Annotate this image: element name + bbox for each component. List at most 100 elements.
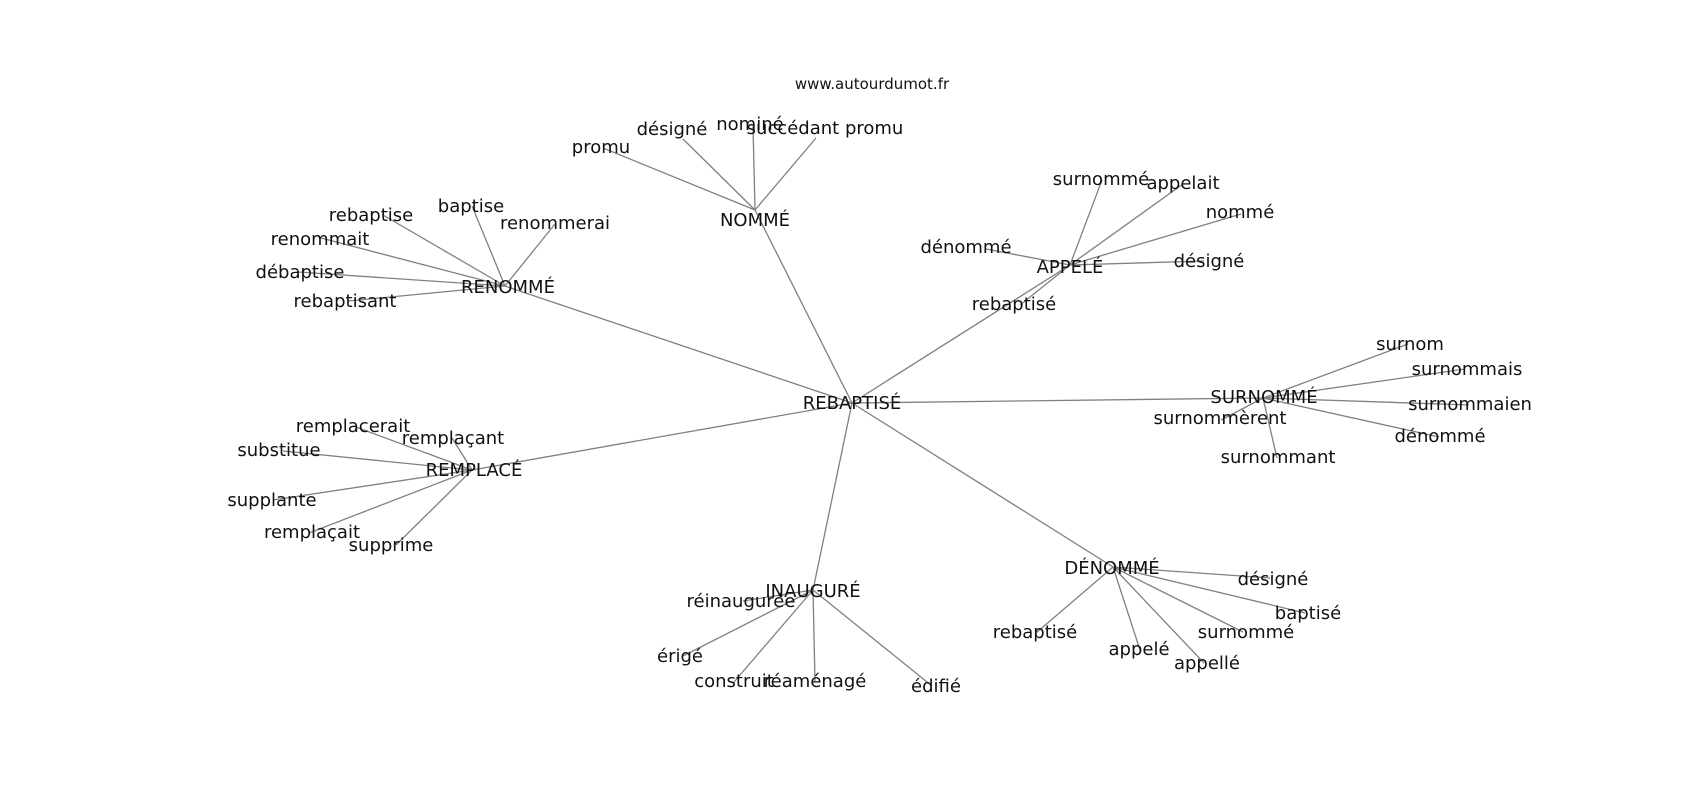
word-node[interactable]: supplante bbox=[227, 490, 316, 511]
word-node[interactable]: surnommaien bbox=[1408, 394, 1532, 415]
word-node[interactable]: appellé bbox=[1174, 653, 1240, 674]
word-edge-denomme bbox=[1112, 566, 1271, 579]
word-node[interactable]: désigné bbox=[1238, 569, 1309, 590]
word-node[interactable]: appelé bbox=[1108, 639, 1169, 660]
word-node[interactable]: surnommèrent bbox=[1154, 408, 1287, 429]
hub-node-remplace[interactable]: REMPLACÉ bbox=[426, 459, 523, 481]
hub-node-nomme[interactable]: NOMMÉ bbox=[720, 209, 790, 231]
graph-edges bbox=[272, 125, 1470, 687]
word-edge-inaugure bbox=[742, 589, 814, 602]
word-edge-surnomme bbox=[1262, 397, 1440, 438]
word-edge-remplace bbox=[282, 450, 473, 471]
word-edge-denomme bbox=[1112, 566, 1205, 664]
word-node[interactable]: supprime bbox=[349, 535, 434, 556]
word-node[interactable]: édifié bbox=[911, 676, 961, 697]
word-node[interactable]: succédant promu bbox=[747, 118, 904, 139]
hub-node-appele[interactable]: APPELÉ bbox=[1037, 256, 1104, 278]
word-edge-nomme bbox=[754, 137, 817, 211]
word-edge-denomme bbox=[1112, 566, 1244, 633]
word-node[interactable]: rebaptise bbox=[329, 205, 413, 226]
root-edge-appele bbox=[851, 264, 1071, 404]
root-edge-renomme bbox=[504, 285, 853, 404]
hub-node-renomme[interactable]: RENOMMÉ bbox=[461, 276, 555, 298]
root-edge-nomme bbox=[754, 209, 853, 404]
word-edge-renomme bbox=[471, 205, 506, 287]
word-node[interactable]: surnommant bbox=[1221, 447, 1336, 468]
word-node[interactable]: nommé bbox=[1206, 202, 1275, 223]
word-edge-remplace bbox=[272, 469, 473, 501]
word-edge-remplace bbox=[395, 469, 473, 546]
root-edge-inaugure bbox=[812, 402, 853, 591]
word-node[interactable]: dénommé bbox=[920, 237, 1011, 258]
word-edge-nomme bbox=[602, 147, 756, 211]
word-edge-nomme bbox=[682, 138, 756, 211]
word-edge-renomme bbox=[320, 237, 506, 287]
word-edge-appele bbox=[1019, 264, 1071, 306]
word-edge-inaugure bbox=[812, 589, 816, 682]
word-node[interactable]: nominé bbox=[716, 114, 783, 135]
word-node[interactable]: renommerai bbox=[500, 213, 610, 234]
word-edge-appele bbox=[1069, 179, 1103, 266]
word-edge-surnomme bbox=[1262, 397, 1470, 406]
root-edge-surnomme bbox=[851, 397, 1264, 404]
word-node[interactable]: surnom bbox=[1376, 334, 1444, 355]
word-node[interactable]: baptisé bbox=[1275, 603, 1341, 624]
word-node[interactable]: remplaçant bbox=[402, 428, 504, 449]
word-edge-appele bbox=[1069, 213, 1242, 266]
word-node[interactable]: désigné bbox=[1174, 251, 1245, 272]
word-edge-inaugure bbox=[812, 589, 933, 687]
hub-group-nomme: NOMMÉ promu désigné nominé succédant pro… bbox=[572, 114, 904, 231]
hub-group-surnomme: SURNOMMÉ surnom surnommais surnommaien d… bbox=[1154, 334, 1532, 468]
word-node[interactable]: rebaptisé bbox=[972, 294, 1056, 315]
source-credit: www.autourdumot.fr bbox=[795, 75, 950, 93]
hub-node-denomme[interactable]: DÉNOMMÉ bbox=[1064, 557, 1159, 579]
hub-node-inaugure[interactable]: INAUGURÉ bbox=[765, 580, 860, 602]
word-edge-renomme bbox=[504, 223, 556, 287]
word-node[interactable]: substitue bbox=[237, 440, 320, 461]
hub-group-denomme: DÉNOMMÉ désigné baptisé surnommé rebapti… bbox=[993, 557, 1341, 674]
root-edge-denomme bbox=[851, 402, 1114, 568]
word-node[interactable]: dénommé bbox=[1394, 426, 1485, 447]
hub-group-appele: APPELÉ surnommé appelait nommé dénommé d… bbox=[920, 169, 1274, 315]
word-node[interactable]: réinaugurée bbox=[687, 591, 796, 612]
word-node[interactable]: remplacerait bbox=[296, 416, 411, 437]
word-node[interactable]: désigné bbox=[637, 119, 708, 140]
hub-node-surnomme[interactable]: SURNOMMÉ bbox=[1210, 386, 1317, 408]
word-node[interactable]: érigé bbox=[657, 646, 703, 667]
word-edge-inaugure bbox=[682, 589, 814, 657]
word-edge-inaugure bbox=[733, 589, 814, 683]
word-edge-appele bbox=[1069, 183, 1184, 266]
word-node[interactable]: rebaptisé bbox=[993, 622, 1077, 643]
hub-group-renomme: RENOMMÉ rebaptise baptise renommerai ren… bbox=[256, 196, 610, 312]
word-edge-appele bbox=[985, 248, 1071, 266]
word-edge-remplace bbox=[352, 425, 473, 471]
word-edge-surnomme bbox=[1262, 343, 1409, 399]
word-node[interactable]: réaménagé bbox=[764, 671, 867, 692]
word-edge-remplace bbox=[308, 469, 473, 534]
hub-group-remplace: REMPLACÉ remplacerait remplaçant substit… bbox=[227, 416, 522, 556]
word-edge-surnomme bbox=[1262, 368, 1466, 399]
word-edge-denomme bbox=[1035, 566, 1114, 634]
word-edge-nomme bbox=[752, 125, 756, 211]
word-node[interactable]: surnommais bbox=[1412, 359, 1523, 380]
word-edge-surnomme bbox=[1220, 397, 1264, 421]
word-edge-renomme bbox=[347, 285, 506, 302]
word-node[interactable]: débaptise bbox=[256, 262, 345, 283]
word-edge-surnomme bbox=[1262, 397, 1278, 459]
word-edge-denomme bbox=[1112, 566, 1141, 651]
word-node[interactable]: surnommé bbox=[1053, 169, 1149, 190]
word-node[interactable]: remplaçait bbox=[264, 522, 360, 543]
word-node[interactable]: baptise bbox=[438, 196, 504, 217]
root-edge-remplace bbox=[471, 402, 853, 471]
word-node[interactable]: rebaptisant bbox=[294, 291, 397, 312]
word-edge-appele bbox=[1069, 260, 1205, 266]
word-node[interactable]: construit bbox=[694, 671, 774, 692]
word-edge-remplace bbox=[451, 437, 473, 471]
root-node[interactable]: REBAPTISÉ bbox=[803, 392, 902, 414]
word-node[interactable]: renommait bbox=[271, 229, 370, 250]
word-node[interactable]: appelait bbox=[1146, 173, 1219, 194]
word-edge-renomme bbox=[297, 271, 506, 287]
word-node[interactable]: promu bbox=[572, 137, 630, 158]
word-node[interactable]: surnommé bbox=[1198, 622, 1294, 643]
